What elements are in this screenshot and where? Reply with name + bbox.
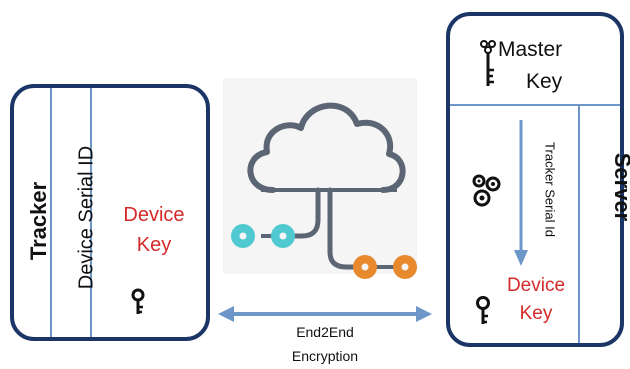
tracker-divider-1: [50, 88, 52, 337]
tracker-divider-2: [90, 88, 92, 337]
tracker-title: Tracker: [26, 181, 51, 261]
master-key-icon: [480, 40, 496, 86]
key-icon: [131, 288, 145, 314]
master-key-label: Master Key: [498, 34, 618, 98]
tracker-device-key-line1: Device: [123, 204, 185, 226]
server-title: Server: [610, 152, 630, 222]
gears-icon: [472, 174, 501, 207]
server-box: Master Key Tracker Serial Id Device Key: [446, 12, 630, 347]
tracker-box: Tracker Device Serial ID Device Key: [10, 84, 210, 341]
server-divider-v: [578, 104, 580, 343]
server-divider-h: [450, 104, 620, 106]
cloud-network-icon: [223, 78, 417, 279]
master-key-line2: Key: [526, 70, 563, 93]
end2end-line: End2End: [296, 324, 354, 340]
tracker-device-key-line2: Key: [136, 234, 172, 256]
server-device-key-line2: Key: [519, 303, 553, 324]
server-device-key-line1: Device: [506, 275, 566, 296]
master-key-line1: Master: [498, 38, 563, 61]
key-icon: [476, 296, 490, 324]
encryption-line: Encryption: [291, 348, 359, 364]
device-serial-id-label: Device Serial ID: [75, 145, 98, 290]
tracker-device-key-label: Device Key: [104, 200, 204, 260]
down-arrow: [514, 120, 528, 266]
server-device-key-label: Device Key: [486, 272, 586, 328]
tracker-serial-id-label: Tracker Serial Id: [542, 142, 558, 237]
double-arrow: [218, 306, 432, 322]
end2end-encryption-label: End2End Encryption: [250, 320, 400, 368]
